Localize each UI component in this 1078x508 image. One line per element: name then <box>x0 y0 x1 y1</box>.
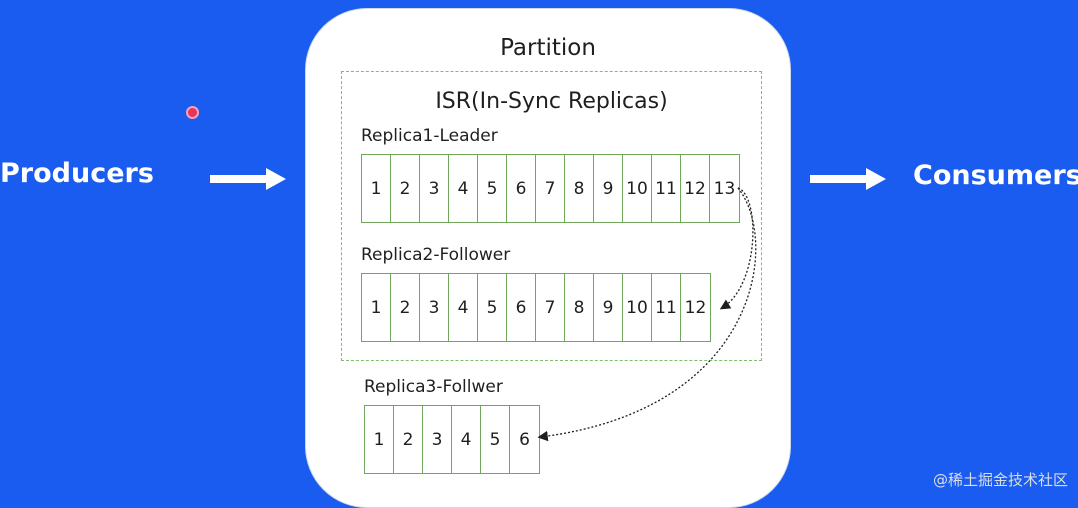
replica2-cell: 11 <box>652 274 681 341</box>
replica1-cell: 4 <box>449 155 478 222</box>
consumer-arrow-icon <box>810 168 886 190</box>
replica3-cell: 4 <box>452 406 481 473</box>
replica2-cell: 10 <box>623 274 652 341</box>
replica1-cell: 8 <box>565 155 594 222</box>
replica1-cell: 9 <box>594 155 623 222</box>
replica1-label: Replica1-Leader <box>361 126 498 146</box>
producer-arrow-icon <box>210 168 286 190</box>
watermark: @稀土掘金技术社区 <box>932 471 1068 489</box>
replica1-cell: 11 <box>652 155 681 222</box>
replica3-cell: 6 <box>519 429 530 450</box>
partition-title: Partition <box>500 35 596 61</box>
cursor-marker-icon <box>188 108 197 117</box>
replica3-cell: 2 <box>394 406 423 473</box>
replica1-cell: 3 <box>420 155 449 222</box>
replica3-label: Replica3-Follwer <box>364 377 503 397</box>
replica1-cell: 10 <box>623 155 652 222</box>
replica2-cell: 12 <box>684 297 707 318</box>
replica1-cell: 6 <box>507 155 536 222</box>
replica1-cell: 1 <box>362 155 391 222</box>
replica2-cell: 6 <box>507 274 536 341</box>
producers-label: Producers <box>0 158 154 189</box>
replica2-cell: 5 <box>478 274 507 341</box>
replica2-cell: 7 <box>536 274 565 341</box>
replica3-cell: 3 <box>423 406 452 473</box>
replica1-cell: 12 <box>681 155 710 222</box>
replica1-cell: 2 <box>391 155 420 222</box>
partition-panel: Partition ISR(In-Sync Replicas) Replica1… <box>305 8 791 508</box>
replica2-cell: 2 <box>391 274 420 341</box>
replica3-cell: 1 <box>365 406 394 473</box>
isr-title: ISR(In-Sync Replicas) <box>435 89 668 114</box>
replica2-label: Replica2-Follower <box>361 245 511 265</box>
replica2-cell: 4 <box>449 274 478 341</box>
replica1-cell: 13 <box>713 178 736 199</box>
replica2-cell: 1 <box>362 274 391 341</box>
consumers-label: Consumers <box>913 160 1078 191</box>
replica1-cell: 7 <box>536 155 565 222</box>
replica2-cell: 8 <box>565 274 594 341</box>
replica1-cell: 5 <box>478 155 507 222</box>
replica2-cell: 9 <box>594 274 623 341</box>
replica2-cell: 3 <box>420 274 449 341</box>
replica3-cell: 5 <box>481 406 510 473</box>
